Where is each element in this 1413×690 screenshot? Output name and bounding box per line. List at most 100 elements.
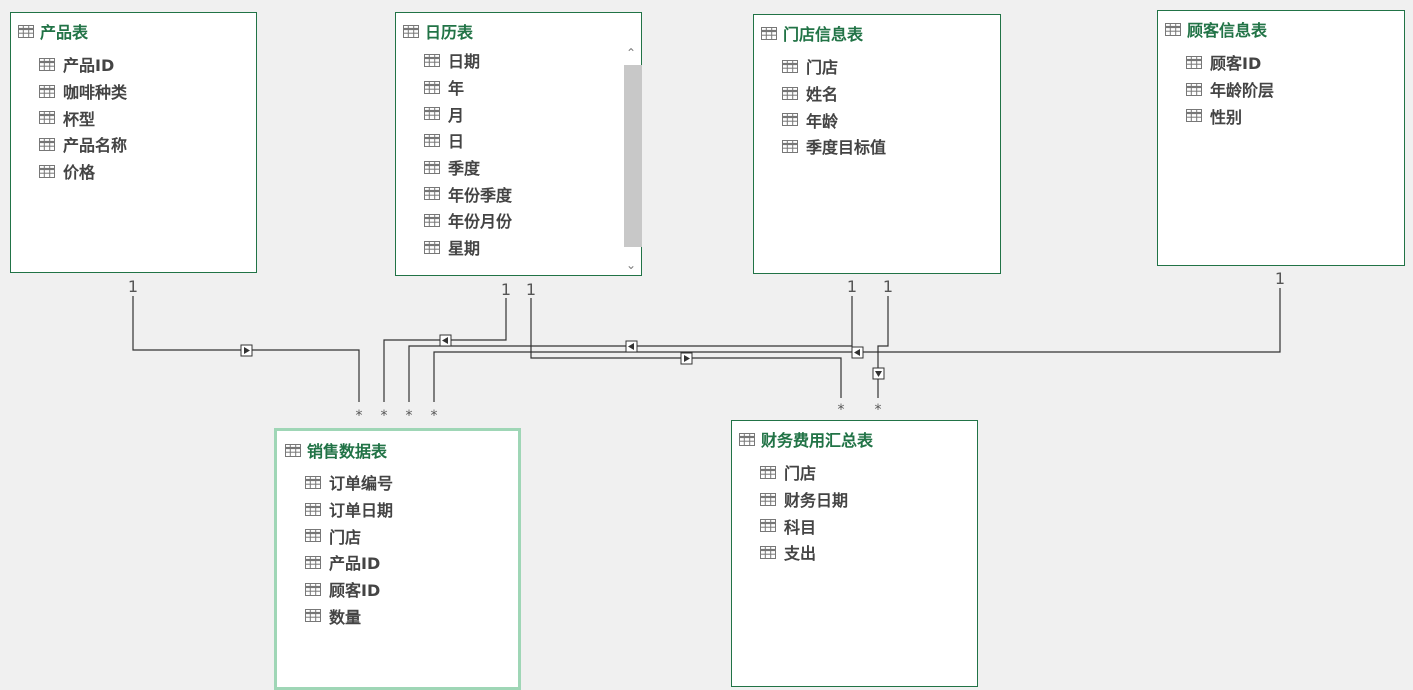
table-card-finance[interactable]: 财务费用汇总表 门店 财务日期 科目 支出 [731,420,978,687]
field-name: 月 [448,105,465,125]
field-name: 支出 [784,544,817,564]
column-icon [424,107,440,121]
column-icon [1186,109,1202,123]
column-icon [424,240,440,254]
field-item[interactable]: 月 [424,100,512,127]
cardinality-many-label: * [381,408,388,424]
field-item[interactable]: 产品ID [39,51,127,78]
field-name: 财务日期 [784,491,849,511]
column-icon [305,555,321,569]
field-item[interactable]: 季度 [424,154,512,181]
column-icon [305,609,321,623]
field-item[interactable]: 产品ID [305,549,393,576]
column-icon [424,187,440,201]
field-name: 门店 [806,58,839,78]
field-name: 姓名 [806,85,839,105]
field-item[interactable]: 顾客ID [305,576,393,603]
column-icon [760,492,776,506]
relationship-line-calendar-sales[interactable] [383,298,507,402]
field-item[interactable]: 门店 [782,53,886,80]
cardinality-many-label: * [406,408,413,424]
field-name: 星期 [448,239,481,259]
relationship-line-store-finance[interactable] [877,296,889,398]
field-item[interactable]: 季度目标值 [782,133,886,160]
scrollbar-thumb[interactable] [624,65,642,247]
field-item[interactable]: 数量 [305,602,393,629]
field-item[interactable]: 订单日期 [305,496,393,523]
cardinality-one-label: 1 [847,277,857,296]
field-name: 产品ID [63,56,115,76]
field-item[interactable]: 价格 [39,158,127,185]
cardinality-one-label: 1 [501,280,511,299]
field-item[interactable]: 产品名称 [39,131,127,158]
field-item[interactable]: 姓名 [782,80,886,107]
field-name: 咖啡种类 [63,83,128,103]
field-name: 日期 [448,52,481,72]
field-item[interactable]: 年 [424,74,512,101]
column-icon [305,475,321,489]
table-title: 财务费用汇总表 [761,431,874,450]
field-item[interactable]: 年龄 [782,106,886,133]
table-card-calendar[interactable]: 日历表 日期 年 月 日 季度 年份季度 年份月份 星期 ⌃ ⌄ [395,12,642,276]
field-item[interactable]: 财务日期 [760,486,848,513]
table-icon [403,24,419,38]
field-name: 订单日期 [329,501,394,521]
field-list: 日期 年 月 日 季度 年份季度 年份月份 星期 [424,47,512,261]
field-item[interactable]: 科目 [760,512,848,539]
cardinality-many-label: * [356,408,363,424]
table-card-product[interactable]: 产品表 产品ID 咖啡种类 杯型 产品名称 价格 [10,12,257,273]
column-icon [782,86,798,100]
table-header[interactable]: 顾客信息表 [1165,17,1267,41]
field-item[interactable]: 门店 [760,459,848,486]
field-name: 年龄阶层 [1210,81,1275,101]
table-header[interactable]: 销售数据表 [285,438,387,462]
field-list: 顾客ID 年龄阶层 性别 [1186,49,1274,129]
table-header[interactable]: 门店信息表 [761,21,863,45]
field-list: 订单编号 订单日期 门店 产品ID 顾客ID 数量 [305,469,393,629]
vertical-scrollbar[interactable]: ⌃ ⌄ [621,43,642,275]
table-card-store[interactable]: 门店信息表 门店 姓名 年龄 季度目标值 [753,14,1001,274]
field-item[interactable]: 订单编号 [305,469,393,496]
field-name: 杯型 [63,109,96,129]
field-item[interactable]: 支出 [760,539,848,566]
table-card-customer[interactable]: 顾客信息表 顾客ID 年龄阶层 性别 [1157,10,1405,266]
field-item[interactable]: 星期 [424,234,512,261]
field-item[interactable]: 咖啡种类 [39,78,127,105]
column-icon [782,113,798,127]
table-header[interactable]: 日历表 [403,19,473,43]
field-name: 产品ID [329,554,381,574]
column-icon [424,80,440,94]
column-icon [424,160,440,174]
field-item[interactable]: 性别 [1186,102,1274,129]
table-header[interactable]: 财务费用汇总表 [739,427,873,451]
column-icon [782,59,798,73]
field-list: 门店 姓名 年龄 季度目标值 [782,53,886,160]
field-item[interactable]: 日 [424,127,512,154]
table-header[interactable]: 产品表 [18,19,88,43]
field-name: 日 [448,132,465,152]
field-name: 价格 [63,163,96,183]
column-icon [39,164,55,178]
field-item[interactable]: 日期 [424,47,512,74]
column-icon [782,139,798,153]
field-item[interactable]: 顾客ID [1186,49,1274,76]
chevron-up-icon[interactable]: ⌃ [625,46,637,60]
field-item[interactable]: 年龄阶层 [1186,76,1274,103]
field-item[interactable]: 杯型 [39,104,127,131]
field-name: 季度 [448,159,481,179]
column-icon [760,545,776,559]
field-item[interactable]: 年份季度 [424,180,512,207]
table-title: 销售数据表 [307,442,388,461]
field-name: 订单编号 [329,474,394,494]
field-item[interactable]: 年份月份 [424,207,512,234]
relationship-line-customer-sales[interactable] [433,288,1281,402]
relationship-line-calendar-finance[interactable] [530,298,842,398]
field-name: 季度目标值 [806,138,887,158]
chevron-down-icon[interactable]: ⌄ [625,258,637,272]
cardinality-one-label: 1 [128,277,138,296]
cardinality-one-label: 1 [1275,269,1285,288]
table-card-sales[interactable]: 销售数据表 订单编号 订单日期 门店 产品ID 顾客ID 数量 [274,428,521,690]
table-title: 日历表 [425,23,474,42]
table-icon [761,26,777,40]
field-item[interactable]: 门店 [305,522,393,549]
